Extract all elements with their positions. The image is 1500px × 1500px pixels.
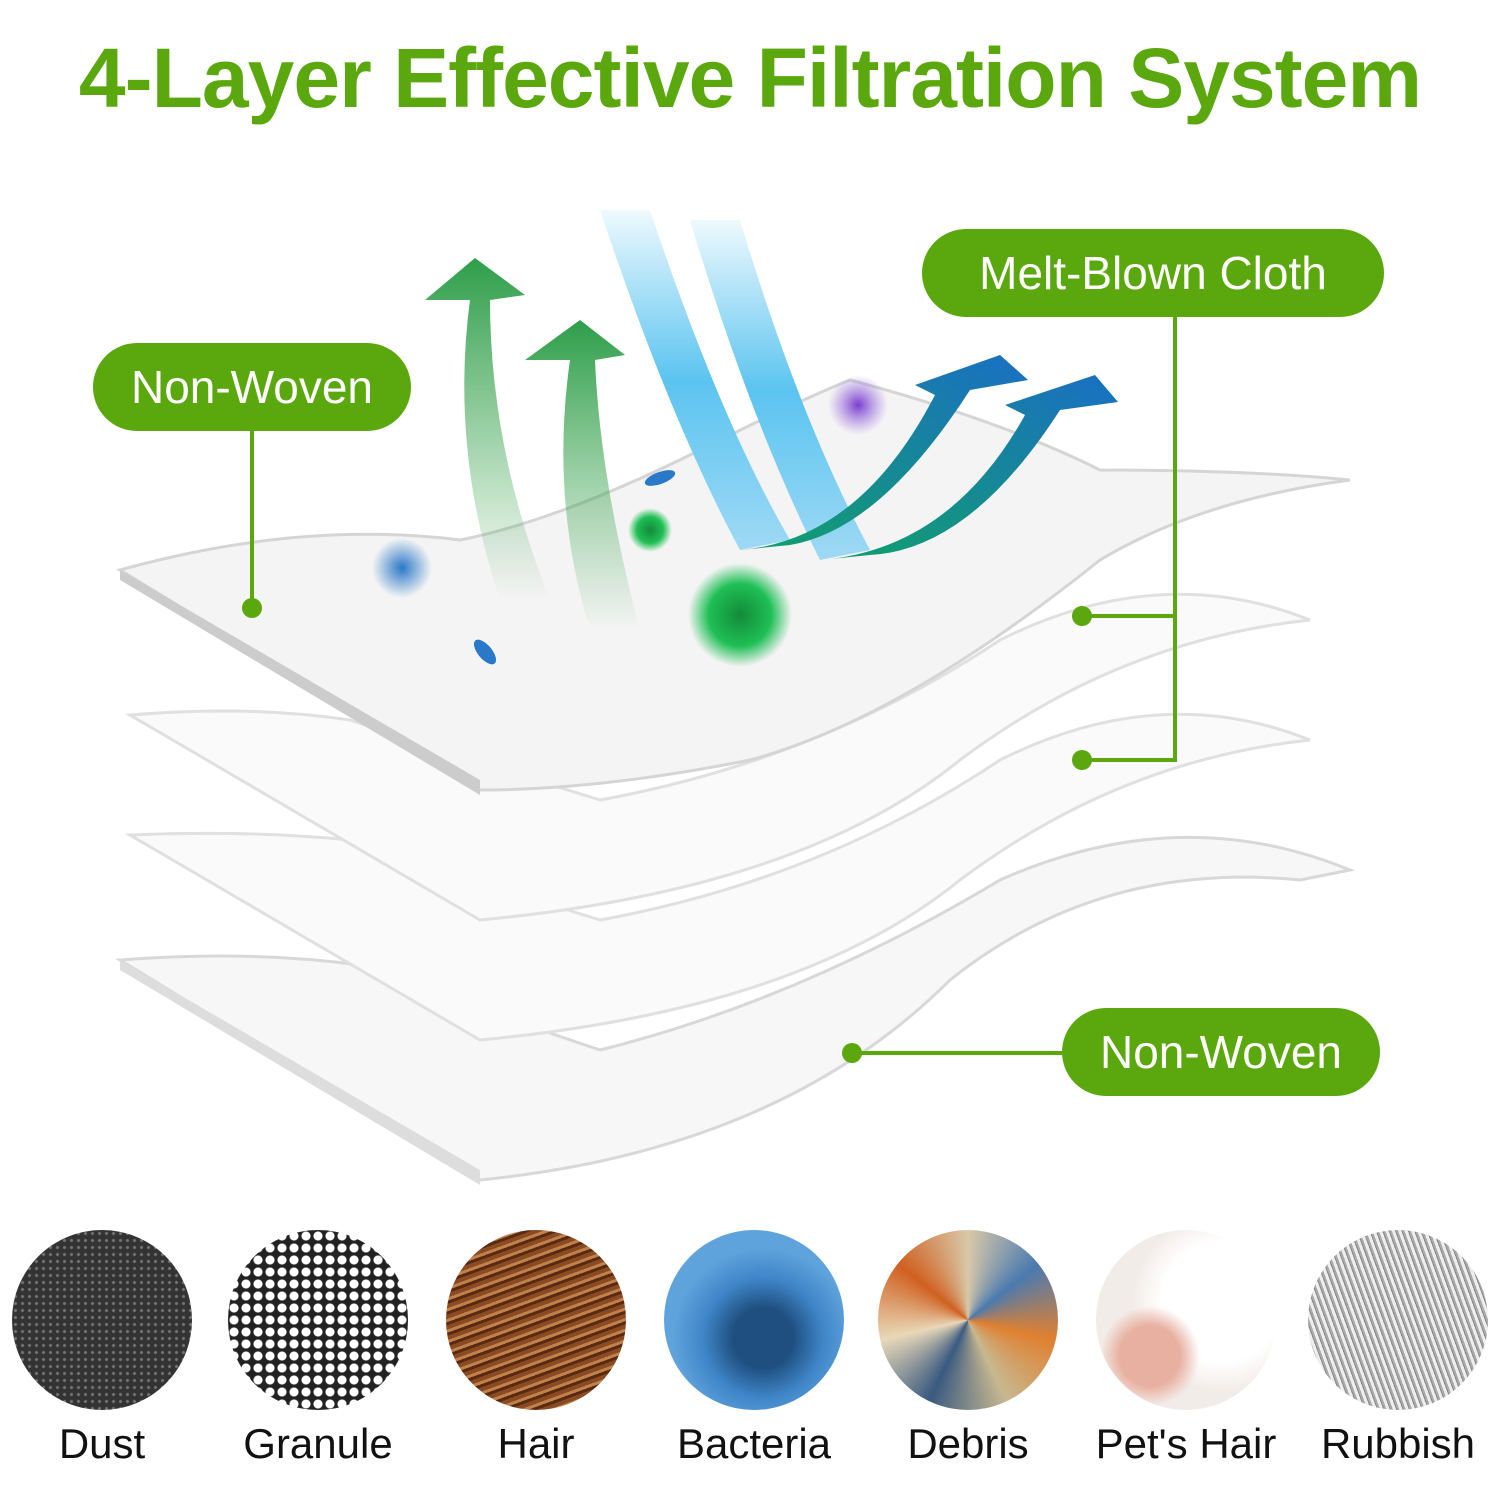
category-bacteria: Bacteria: [664, 1230, 844, 1468]
category-hair: Hair: [446, 1230, 626, 1468]
filter-layers-illustration: [115, 210, 1356, 1185]
bacteria-image: [664, 1230, 844, 1410]
particle-icon: [644, 470, 676, 486]
hair-image: [446, 1230, 626, 1410]
particle-icon: [628, 508, 672, 552]
category-label: Rubbish: [1320, 1420, 1476, 1467]
category-label: Granule: [243, 1420, 393, 1467]
particle-icon: [828, 375, 888, 435]
category-label: Hair: [497, 1420, 575, 1467]
particle-icon: [688, 563, 792, 667]
label-melt-blown-cloth: Melt-Blown Cloth: [922, 229, 1384, 317]
page-title: 4-Layer Effective Filtration System: [78, 31, 1422, 125]
leader-lines: [250, 315, 1177, 1055]
particle-icon: [473, 639, 497, 665]
debris-image: [878, 1230, 1058, 1410]
airflow-up-arrow: [425, 258, 550, 600]
category-label: Bacteria: [676, 1420, 832, 1467]
airflow-in-stream: [690, 220, 870, 560]
category-label: Debris: [907, 1420, 1029, 1467]
airflow-in-stream: [600, 210, 790, 550]
particle-icon: [372, 538, 432, 598]
rubbish-image: [1308, 1230, 1488, 1410]
label-non-woven-top: Non-Woven: [93, 343, 411, 431]
category-rubbish: Rubbish: [1308, 1230, 1488, 1468]
label-non-woven-bottom: Non-Woven: [1062, 1008, 1380, 1096]
category-debris: Debris: [878, 1230, 1058, 1468]
dust-image: [12, 1230, 192, 1410]
category-dust: Dust: [12, 1230, 192, 1468]
airflow-up-arrow: [525, 320, 640, 630]
granule-image: [228, 1230, 408, 1410]
category-label: Pet's Hair: [1095, 1420, 1277, 1467]
category-pets-hair: Pet's Hair: [1096, 1230, 1276, 1468]
airflow-out-arrow: [740, 355, 1028, 550]
category-label: Dust: [58, 1420, 146, 1467]
pets-hair-image: [1096, 1230, 1276, 1410]
airflow-out-arrow: [820, 375, 1118, 560]
category-granule: Granule: [228, 1230, 408, 1468]
